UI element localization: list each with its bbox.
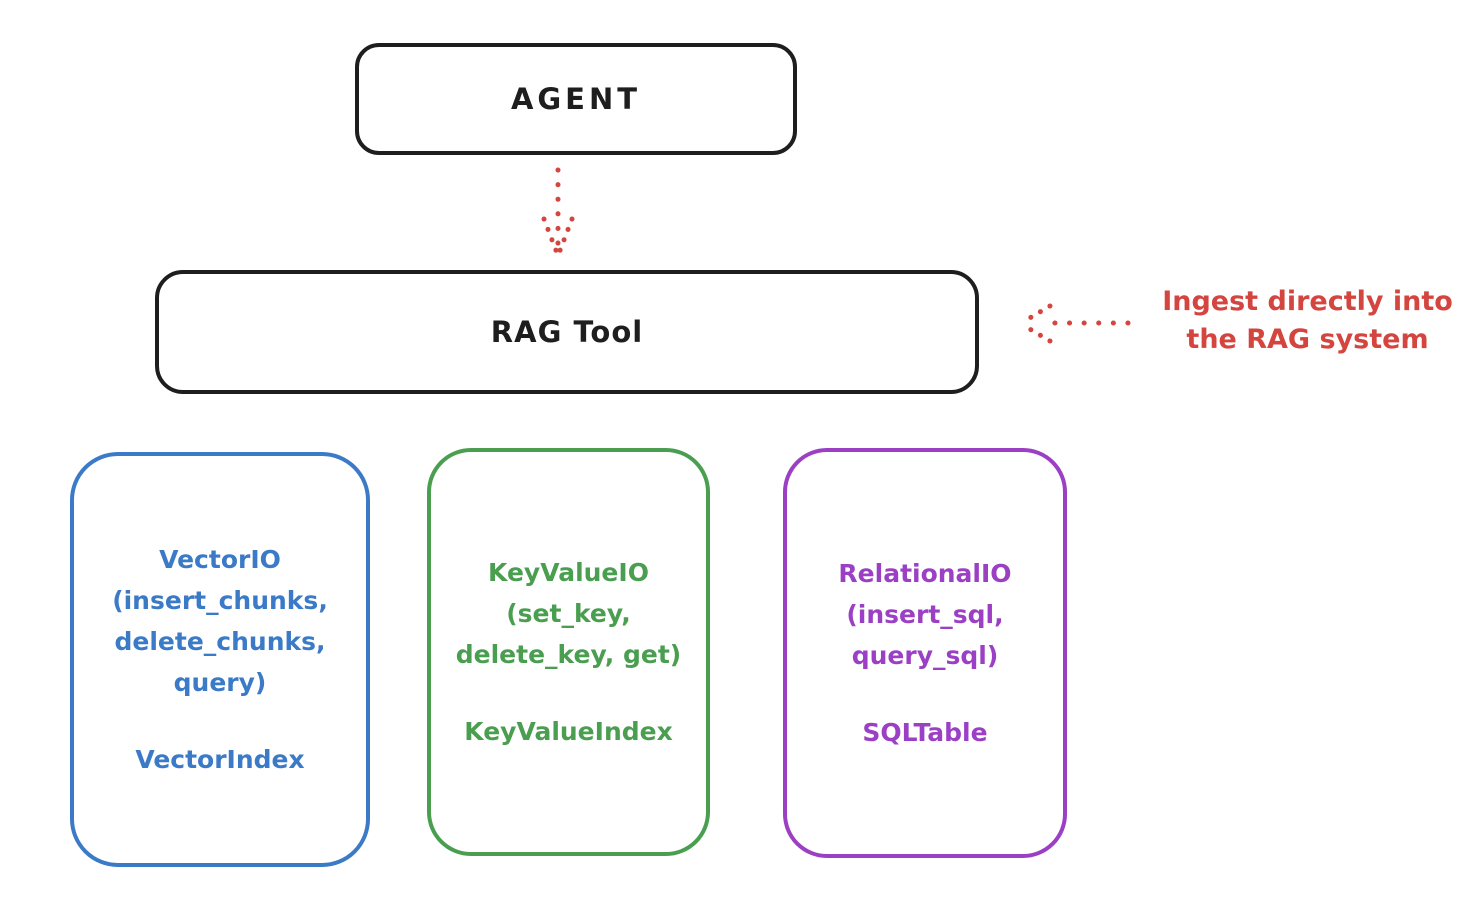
relational-io-description: RelationalIO (insert_sql, query_sql) [838, 553, 1011, 676]
io-box-line: (set_key, [506, 599, 631, 628]
ingest-annotation: Ingest directly into the RAG system [1135, 283, 1480, 359]
arrowhead-left [541, 216, 560, 256]
agent-to-rag-arrow [541, 167, 575, 256]
io-box-line: RelationalIO [838, 559, 1012, 588]
io-box-line: delete_key, get) [455, 640, 682, 669]
arrowhead-top [1020, 303, 1053, 325]
vector-index-label: VectorIndex [135, 745, 305, 774]
agent-label: AGENT [510, 82, 642, 116]
keyvalue-io-box: KeyValueIO (set_key, delete_key, get) Ke… [427, 448, 710, 856]
io-box-line: query) [173, 668, 267, 697]
annotation-line-2: the RAG system [1186, 324, 1429, 355]
agent-box: AGENT [355, 43, 797, 155]
io-box-line: (insert_chunks, [112, 586, 328, 615]
io-box-line: KeyValueIO [488, 558, 649, 587]
keyvalue-io-description: KeyValueIO (set_key, delete_key, get) [456, 552, 681, 675]
annotation-line-1: Ingest directly into [1162, 286, 1453, 317]
io-box-line: VectorIO [159, 545, 281, 574]
rag-tool-box: RAG Tool [155, 270, 979, 394]
sql-table-label: SQLTable [862, 718, 988, 747]
keyvalue-index-label: KeyValueIndex [464, 717, 673, 746]
io-box-line: delete_chunks, [114, 627, 326, 656]
io-box-line: (insert_sql, [846, 600, 1004, 629]
vector-io-description: VectorIO (insert_chunks, delete_chunks, … [112, 539, 328, 703]
io-box-line: query_sql) [851, 641, 999, 670]
arrowhead-right [556, 216, 575, 256]
rag-tool-label: RAG Tool [490, 315, 644, 349]
arrowhead-bottom [1020, 322, 1053, 344]
relational-io-box: RelationalIO (insert_sql, query_sql) SQL… [783, 448, 1067, 858]
vector-io-box: VectorIO (insert_chunks, delete_chunks, … [70, 452, 370, 867]
annotation-to-rag-arrow [1020, 303, 1131, 344]
